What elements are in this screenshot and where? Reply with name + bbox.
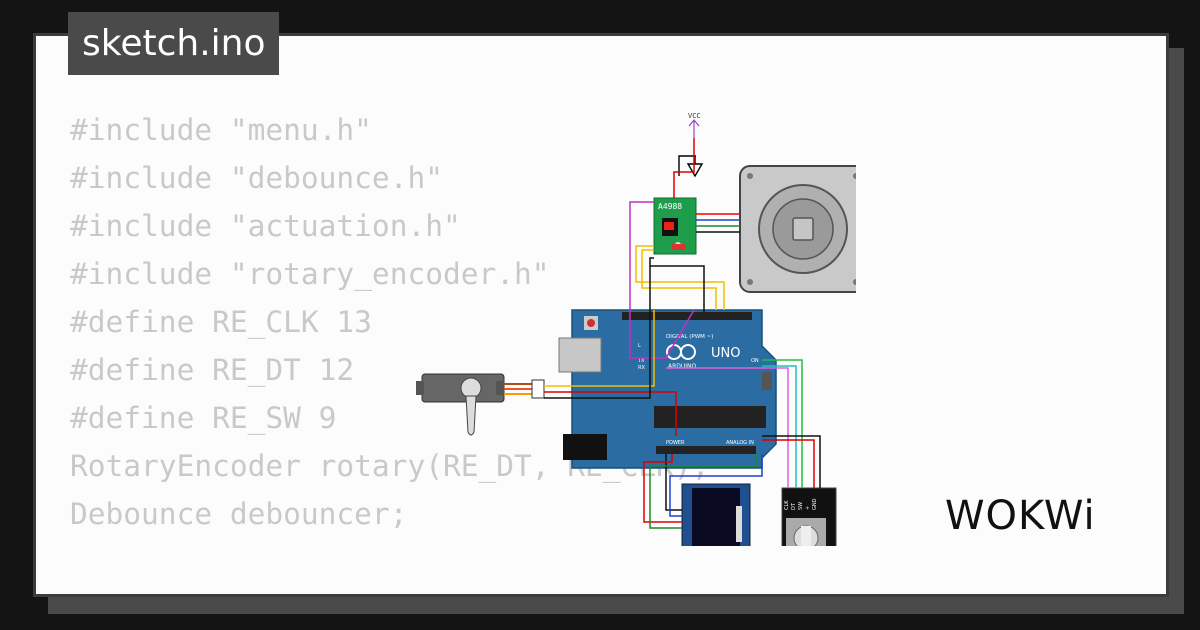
stepper-motor — [739, 165, 856, 293]
servo-motor — [416, 373, 545, 436]
rotary-encoder: CLK DT SW + GND — [781, 487, 837, 546]
tx-label: TX — [637, 358, 645, 364]
power-label: POWER — [666, 440, 685, 446]
encoder-pin-clk: CLK — [784, 500, 790, 510]
code-line: #include "rotary_encoder.h" — [70, 257, 550, 291]
encoder-pin-vcc: + — [805, 506, 811, 510]
preview-card: #include "menu.h" #include "debounce.h" #i… — [33, 33, 1169, 597]
encoder-pin-dt: DT — [791, 502, 797, 510]
vcc-label: VCC — [688, 112, 701, 120]
encoder-pin-gnd: GND — [812, 498, 818, 510]
code-line: #include "actuation.h" — [70, 209, 461, 243]
arduino-logo: ARDUINO — [668, 363, 697, 370]
rx-label: RX — [638, 365, 645, 371]
code-line: #define RE_DT 12 — [70, 353, 355, 387]
a4988-driver: A4988 — [653, 197, 697, 255]
l-led-label: L — [638, 343, 641, 349]
oled-display — [681, 483, 751, 546]
circuit-diagram: VCC A4988 — [416, 112, 856, 546]
wires — [544, 138, 821, 529]
code-line: #define RE_CLK 13 — [70, 305, 372, 339]
arduino-uno: DIGITAL (PWM ~) POWER ANALOG IN L TX RX … — [558, 309, 777, 469]
code-line: Debounce debouncer; — [70, 497, 408, 531]
code-line: #include "debounce.h" — [70, 161, 443, 195]
encoder-pin-sw: SW — [798, 502, 804, 510]
analog-label: ANALOG IN — [726, 440, 754, 446]
code-preview: #include "menu.h" #include "debounce.h" #i… — [70, 106, 709, 538]
code-line: #include "menu.h" — [70, 113, 372, 147]
vcc-symbol: VCC — [688, 112, 701, 138]
on-led-label: ON — [751, 358, 759, 364]
board-model: UNO — [711, 346, 740, 361]
digital-label: DIGITAL (PWM ~) — [666, 334, 713, 340]
code-line: #define RE_SW 9 — [70, 401, 337, 435]
file-tab[interactable]: sketch.ino — [68, 12, 280, 75]
driver-label: A4988 — [658, 202, 682, 211]
wokwi-logo: WOKWi — [945, 493, 1096, 539]
ground-symbol — [678, 155, 704, 178]
